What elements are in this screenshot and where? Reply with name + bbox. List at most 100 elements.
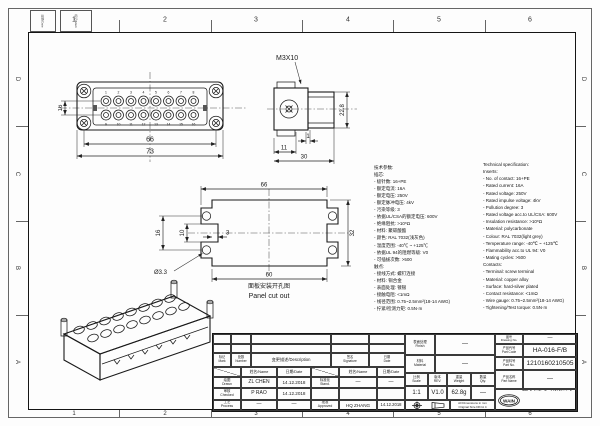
grid-label-left: A	[14, 359, 20, 365]
revision-description-header: 变更描述/Description	[251, 353, 331, 367]
grid-label-top: 2	[163, 16, 167, 24]
front-view-drawing: 1 2 3 4 5 6 7 8 9 10 11 12 13 14 15 16 1…	[58, 72, 246, 162]
inner-border	[28, 32, 576, 410]
corner-stamp-box: 标记/Mark	[60, 10, 92, 32]
svg-text:11: 11	[129, 123, 133, 127]
svg-text:Ø3.3: Ø3.3	[154, 270, 168, 276]
border-tick	[119, 20, 120, 32]
grid-label-right: A	[580, 359, 586, 365]
svg-text:1: 1	[105, 91, 107, 95]
contact-holes-3d	[73, 294, 190, 343]
part-no-value: 1210160210505	[523, 357, 577, 370]
slash-cell	[311, 367, 339, 377]
dimension-66: 66	[200, 183, 328, 205]
svg-text:9: 9	[105, 123, 107, 127]
keying-block-left	[93, 105, 97, 111]
svg-text:2: 2	[118, 91, 120, 95]
dimension-11: 11	[273, 132, 297, 154]
first-angle-projection-icon	[411, 401, 444, 410]
revision-cell	[251, 334, 331, 344]
svg-text:10: 10	[180, 229, 186, 236]
svg-text:5: 5	[155, 91, 157, 95]
weight-value: 62.8g	[447, 386, 471, 400]
revision-cell	[369, 343, 405, 353]
dimension-hole-diameter: Ø3.3	[154, 253, 203, 276]
process-name: —	[241, 399, 277, 411]
svg-text:3: 3	[226, 231, 230, 237]
empty-cell	[377, 388, 405, 400]
revision-number-header: 处数 Number	[231, 353, 251, 367]
approved-name: HQ ZHANG	[339, 399, 377, 411]
grid-label-bottom: 6	[528, 411, 532, 417]
slash-cell	[213, 367, 241, 377]
caption-english: Panel cut out	[249, 293, 290, 300]
part-code-label: 产品代号 Part Code	[495, 344, 523, 357]
spec-text-chinese: 技术参数: 插芯: - 极针数: 16+PE - 额定电流: 16A - 额定电…	[374, 165, 450, 311]
svg-text:10: 10	[117, 123, 121, 127]
qty-label: 数量 Qty.	[471, 373, 495, 386]
dimensions-note: All Dimensions in mm Original Size DIN A…	[450, 400, 495, 411]
border-tick	[393, 410, 394, 418]
svg-text:66: 66	[261, 183, 268, 189]
mounting-hole	[327, 245, 338, 255]
rev-label: 版本 REV.	[428, 373, 447, 386]
grid-label-right: B	[580, 265, 586, 271]
corner-screw	[76, 83, 92, 99]
material-value: —	[435, 355, 495, 373]
svg-text:8: 8	[193, 91, 195, 95]
dimension-22-8: 22.8	[334, 91, 350, 129]
corner-screw	[208, 115, 224, 131]
part-name-label: 产品名称 Part Name	[495, 370, 523, 389]
svg-text:3: 3	[130, 91, 132, 95]
dimension-1: 1	[298, 130, 318, 144]
svg-text:13: 13	[154, 123, 158, 127]
panel-cutout-drawing: 66 60 32 16 10 3 Ø3.3	[154, 183, 356, 301]
screw-leader-line	[294, 61, 302, 85]
date-header: 日期/Date	[277, 367, 311, 377]
caption-chinese: 面板安装开孔图	[248, 282, 290, 290]
drawing-no-value: —	[523, 334, 577, 344]
name-header: 姓名/Name	[241, 367, 277, 377]
mounting-hole	[327, 211, 338, 221]
part-name-value: —	[523, 370, 577, 389]
approved-label: 批准 Approved	[311, 399, 339, 411]
date-header: 日期/Date	[377, 367, 405, 377]
corner-screw	[208, 83, 224, 99]
connector-3d-body	[60, 279, 214, 381]
corner-stamp-text: 标记/Mark	[73, 14, 78, 28]
border-tick	[302, 410, 303, 418]
revision-date-header: 日期 Date	[369, 353, 405, 367]
process-date: —	[277, 399, 311, 411]
title-block: 标记 Mark 处数 Number 变更描述/Description 签名 Si…	[212, 333, 578, 412]
grid-label-top: 1	[72, 16, 76, 24]
svg-text:22.8: 22.8	[340, 104, 346, 116]
dimension-16: 16	[58, 100, 100, 116]
revision-signature-header: 签名 Signature	[331, 353, 369, 367]
svg-text:16: 16	[156, 229, 162, 236]
material-label: 材料 Material	[405, 355, 435, 373]
svg-text:11: 11	[281, 146, 288, 152]
mounting-hole	[201, 211, 212, 221]
grid-label-bottom: 3	[254, 411, 258, 417]
svg-text:60: 60	[266, 273, 273, 279]
name-header: 姓名/Name	[339, 367, 377, 377]
drawn-label: 绘图 Drawn	[213, 377, 241, 388]
svg-text:12: 12	[142, 123, 146, 127]
revision-cell	[213, 334, 231, 344]
revision-cell	[231, 343, 251, 353]
empty-cell	[339, 388, 377, 400]
svg-text:16: 16	[58, 104, 64, 111]
spec-text-english: Technical specification: Inserts: - No. …	[483, 162, 564, 311]
dimension-66: 66	[83, 130, 217, 147]
scale-value: 1:1	[405, 386, 428, 400]
scale-label: 比例 Scale	[405, 373, 428, 386]
svg-text:16: 16	[192, 123, 196, 127]
dimension-10: 10	[180, 223, 210, 243]
projection-symbol	[405, 400, 450, 411]
screw-label: M3X10	[276, 55, 298, 62]
pin-numbers: 1 2 3 4 5 6 7 8 9 10 11 12 13 14 15 16	[105, 91, 195, 127]
grid-label-bottom: 1	[72, 411, 76, 417]
rev-value: V1.0	[428, 386, 447, 400]
standardized-label: 标准化 Stand.	[311, 377, 339, 388]
grid-label-bottom: 5	[437, 411, 441, 417]
